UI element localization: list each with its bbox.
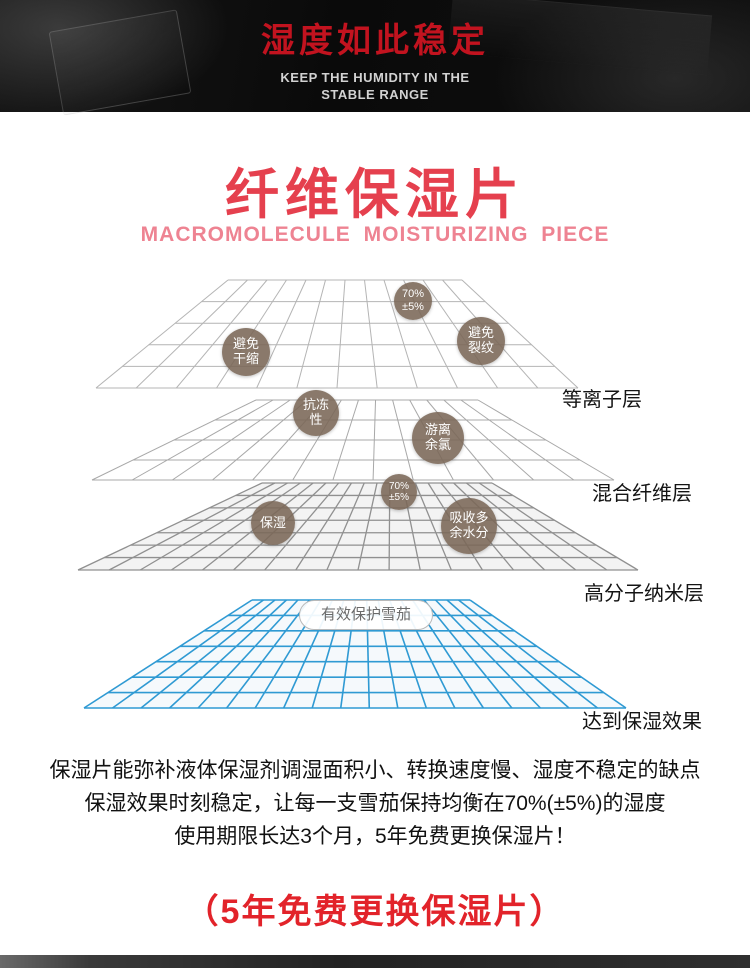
section-subtitle: MACROMOLECULE MOISTURIZING PIECE [140,223,610,246]
header-title: 湿度如此稳定 [261,22,489,60]
description-line-3: 使用期限长达3个月，5年免费更换保湿片！ [174,825,576,848]
layer-label-plasma: 等离子层 [562,389,642,411]
layer-label-nano: 高分子纳米层 [584,583,704,605]
grid-layer-nano [77,482,639,571]
header-subtitle: KEEP THE HUMIDITY IN THE STABLE RANGE [280,69,469,103]
badge-avoid-shrink: 避免 干缩 [222,328,270,376]
header-subtitle-line-2: STABLE RANGE [321,87,429,102]
section-title: 纤维保湿片 [225,165,525,225]
bottom-photo-strip [0,955,750,968]
header-subtitle-line-1: KEEP THE HUMIDITY IN THE [280,70,470,85]
badge-70-top: 70% ±5% [394,282,432,320]
description-line-1: 保湿片能弥补液体保湿剂调湿面积小、转换速度慢、湿度不稳定的缺点 [49,759,701,782]
grid-layer-blue [83,599,627,709]
badge-70-mid: 70% ±5% [381,474,417,510]
grid-layer-plasma [95,279,579,389]
description-paragraph: 保湿片能弥补液体保湿剂调湿面积小、转换速度慢、湿度不稳定的缺点 保湿效果时刻稳定… [0,754,750,853]
badge-avoid-crack: 避免 裂纹 [457,317,505,365]
badge-absorb-water: 吸收多 余水分 [441,498,497,554]
layer-label-fiber: 混合纤维层 [592,483,692,505]
header-banner: 湿度如此稳定 KEEP THE HUMIDITY IN THE STABLE R… [0,0,750,116]
warranty-footnote: （5年免费更换保湿片） [184,893,566,931]
badge-protect-cigar: 有效保护雪茄 [299,600,433,630]
layer-label-blue: 达到保湿效果 [582,711,702,733]
badge-moisturize: 保湿 [251,501,295,545]
badge-free-chlorine: 游离 余氯 [412,412,464,464]
grid-layer-fiber [91,399,615,481]
description-line-2: 保湿效果时刻稳定，让每一支雪茄保持均衡在70%(±5%)的湿度 [84,792,666,815]
badge-antifreeze: 抗冻 性 [293,390,339,436]
cigar-box-photo-shape [48,9,192,116]
